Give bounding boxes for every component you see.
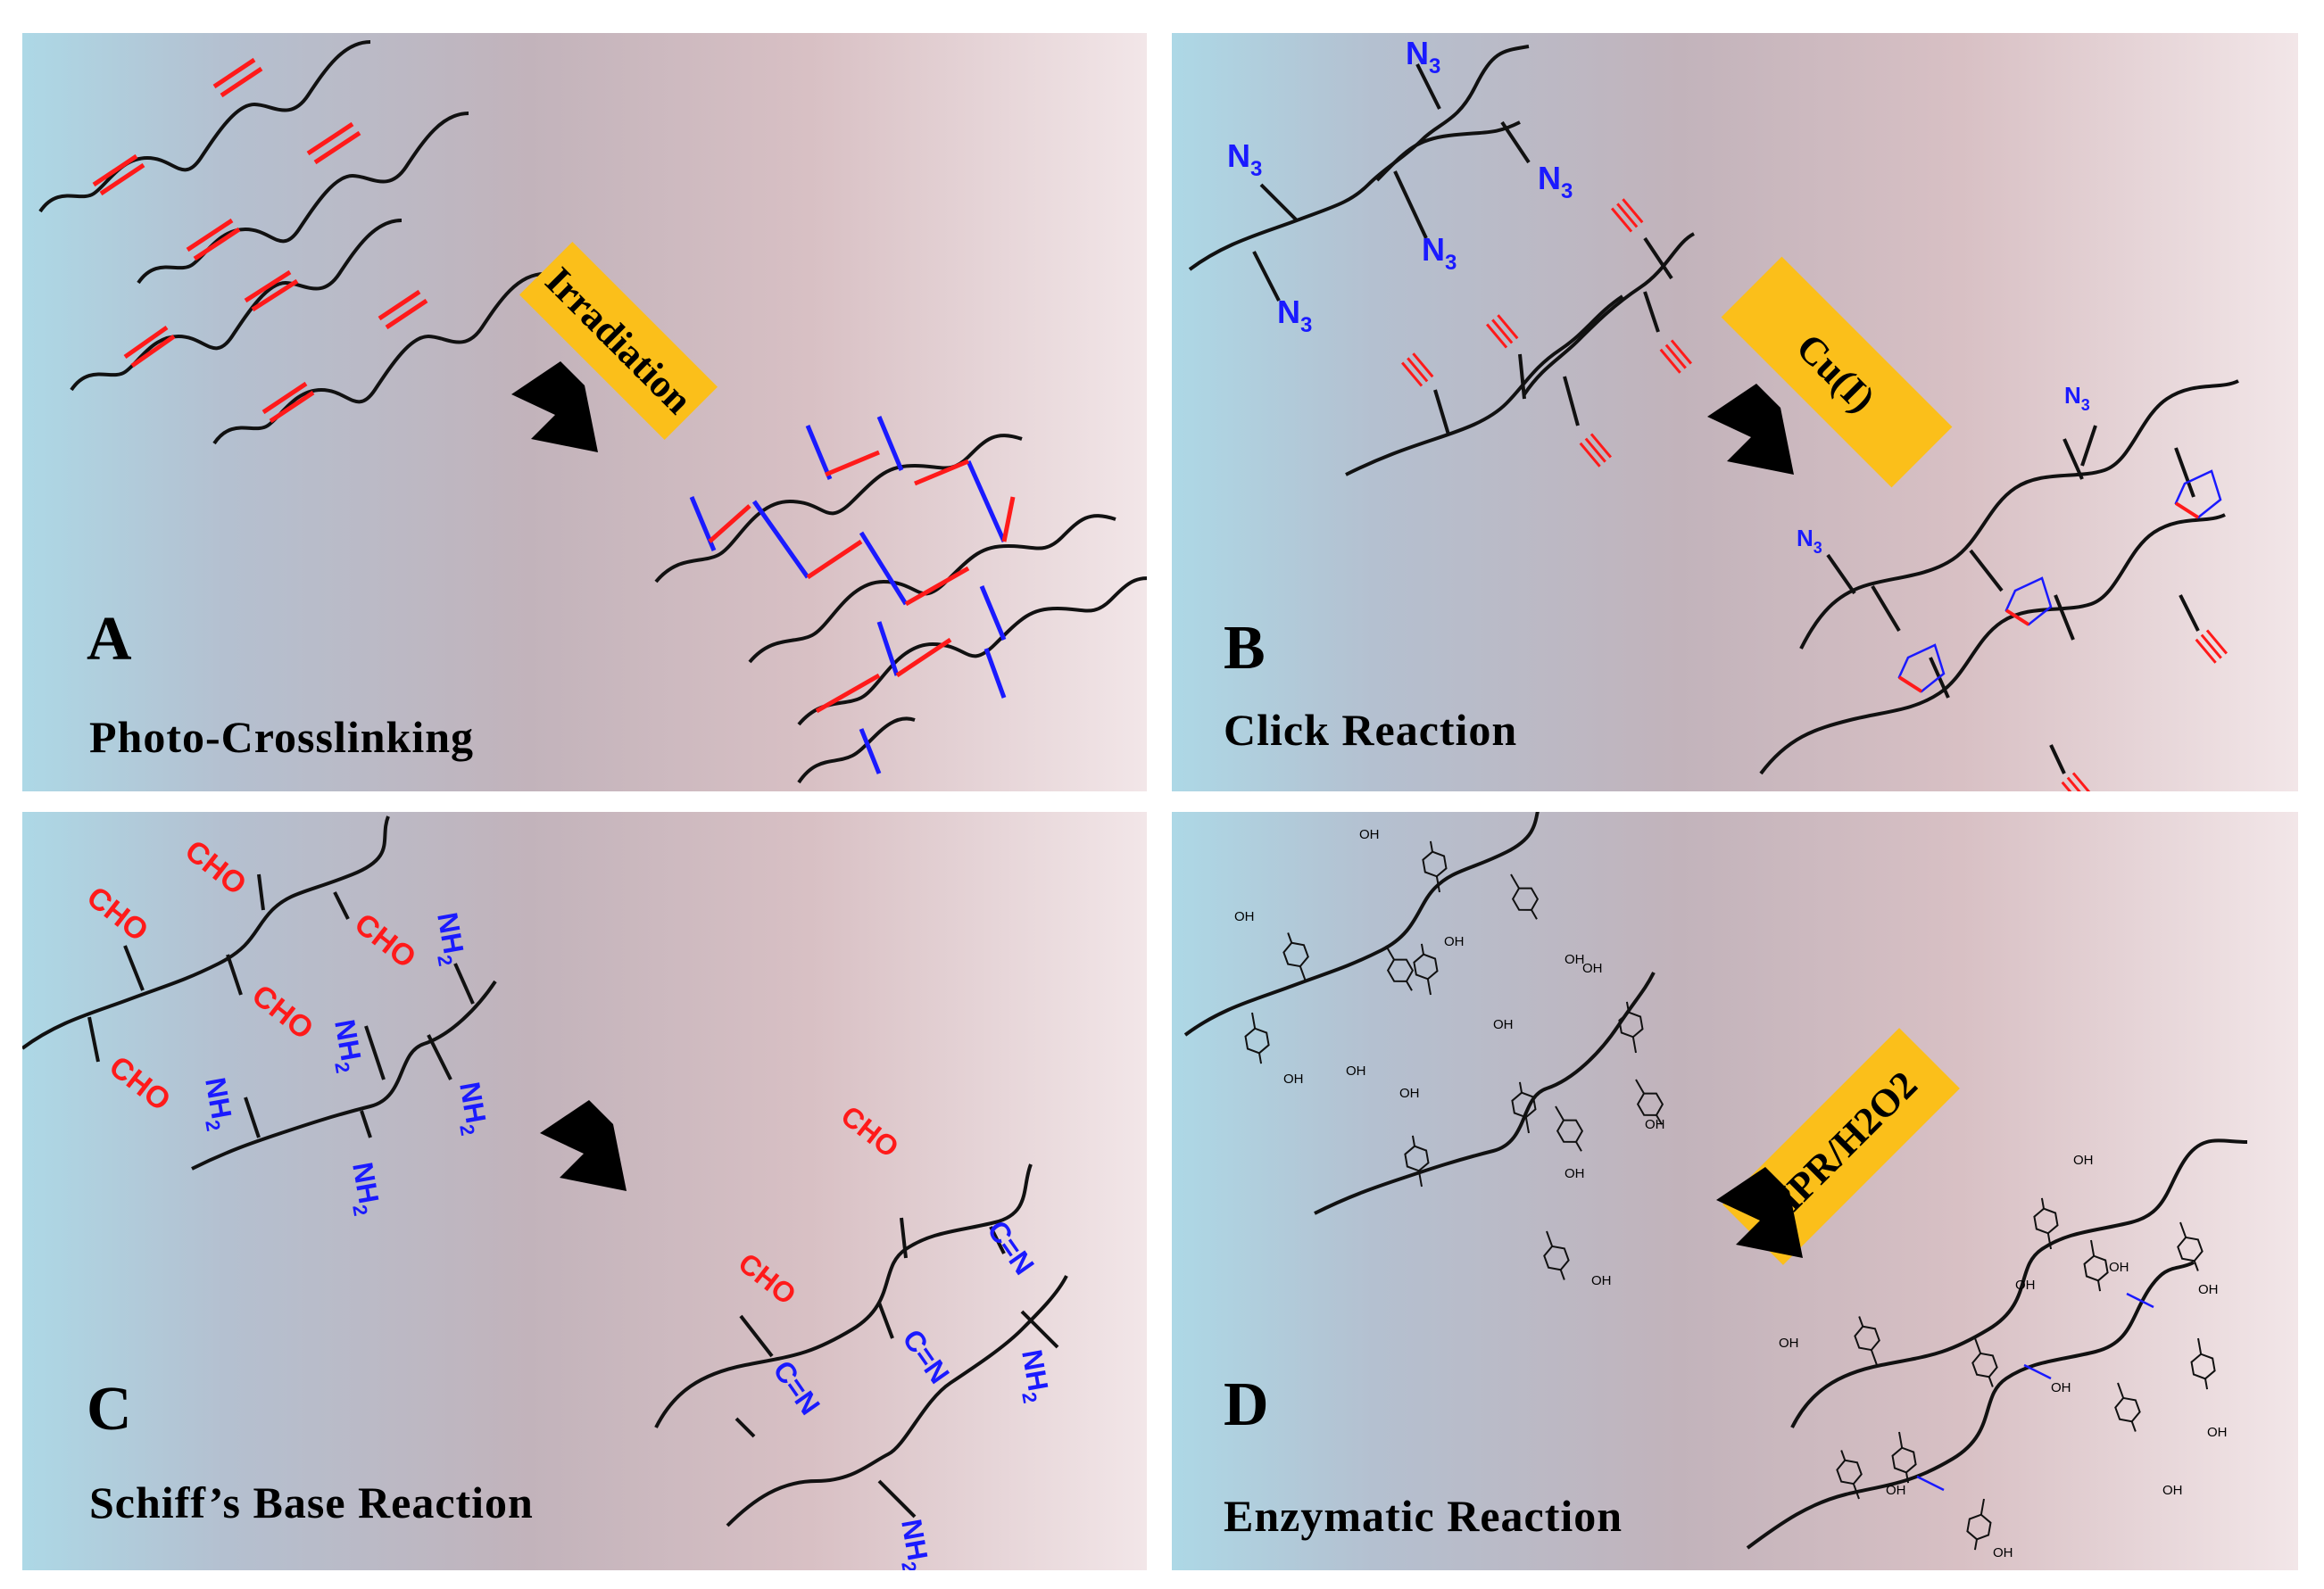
reaction-arrow [540,1100,627,1191]
svg-text:OH: OH [1283,1072,1304,1087]
svg-text:OH: OH [1359,827,1380,842]
svg-text:N3: N3 [1538,160,1573,203]
acrylate-double-bonds [92,57,428,424]
panel-caption: Click Reaction [1224,705,1518,755]
svg-text:OH: OH [1444,934,1465,949]
panel-schiff-base: CHO CHO CHO CHO CHO NH2 NH2 NH2 NH2 NH2 [22,812,1147,1570]
svg-text:OH: OH [1779,1336,1799,1351]
svg-text:N3: N3 [1422,231,1457,275]
triazole-rings [1897,469,2222,693]
azide-polymer [1188,45,1531,302]
imine-bond: C=N [896,1323,956,1389]
svg-text:OH: OH [2198,1282,2219,1297]
panel-click-reaction: N3 N3 N3 N3 N3 Cu(I) [1172,33,2298,791]
svg-text:NH2: NH2 [194,1075,240,1133]
panel-caption: Enzymatic Reaction [1224,1491,1623,1541]
svg-text:OH: OH [1493,1017,1514,1032]
imine-bond: C=N [767,1354,826,1420]
svg-text:OH: OH [1993,1545,2013,1560]
panel-letter: B [1224,614,1266,683]
crosslinked-phenol-network [1746,1138,2248,1553]
amine-polymer [191,963,497,1171]
azide-groups: N3 N3 [1797,382,2090,557]
aldehyde-group: CHO [733,1246,802,1311]
click-reaction-diagram: N3 N3 N3 N3 N3 Cu(I) [1188,35,2239,791]
svg-text:OH: OH [2015,1278,2036,1293]
svg-text:CHO: CHO [348,906,422,974]
svg-text:OH: OH [2051,1380,2071,1395]
svg-text:OH: OH [1582,961,1603,976]
reaction-arrow [511,361,598,452]
svg-text:OH: OH [1591,1273,1612,1288]
hydroxyl-labels: OH OH OH OH OH OH OH OH OH OH [1779,1153,2228,1560]
panel-letter: D [1224,1370,1269,1439]
svg-text:OH: OH [1234,909,1255,924]
schiff-base-diagram: CHO CHO CHO CHO CHO NH2 NH2 NH2 NH2 NH2 [22,815,1068,1570]
svg-text:NH2: NH2 [426,910,472,968]
aldehyde-groups: CHO CHO CHO CHO CHO [80,833,422,1117]
amine-group: NH2 [1010,1347,1057,1405]
svg-text:CHO: CHO [245,978,320,1046]
panel-caption: Photo-Crosslinking [89,712,475,762]
svg-text:OH: OH [2207,1425,2228,1440]
photo-crosslinking-diagram: Irradiation [38,40,1147,784]
svg-text:N3: N3 [2064,382,2090,414]
panel-enzymatic-reaction: OH OH OH OH OH OH OH OH OH OH OH OH HPR/… [1172,812,2298,1570]
alkyne-groups [1401,198,1692,468]
azide-groups: N3 N3 N3 N3 N3 [1227,35,1573,337]
svg-text:OH: OH [1565,952,1585,967]
amine-group: NH2 [890,1517,936,1570]
svg-text:OH: OH [1565,1166,1585,1181]
svg-text:OH: OH [2109,1260,2129,1275]
svg-text:CHO: CHO [103,1049,177,1117]
enzymatic-reaction-diagram: OH OH OH OH OH OH OH OH OH OH OH OH HPR/… [1183,812,2248,1560]
svg-text:OH: OH [1346,1063,1366,1079]
svg-text:N3: N3 [1406,35,1440,79]
amine-groups: NH2 NH2 NH2 NH2 NH2 [194,910,494,1218]
panel-caption: Schiff’s Base Reaction [89,1477,534,1527]
svg-text:OH: OH [1645,1117,1665,1132]
svg-text:N3: N3 [1797,525,1822,557]
hydroxyl-labels: OH OH OH OH OH OH OH OH OH OH OH OH [1234,827,1665,1288]
svg-text:N3: N3 [1277,294,1312,337]
alkyne-groups [2061,629,2228,791]
tyramine-polymer [1183,812,1672,1285]
svg-text:NH2: NH2 [341,1160,387,1218]
svg-text:NH2: NH2 [448,1080,494,1138]
panel-photo-crosslinking: Irradiation [22,33,1147,791]
reaction-arrow [1716,1167,1803,1258]
panel-letter: A [87,605,132,674]
alkyne-polymer [1345,232,1695,476]
triazole-network: N3 N3 [1759,379,2239,791]
svg-text:N3: N3 [1227,137,1262,181]
aldehyde-polymer [22,815,390,1063]
svg-text:OH: OH [2162,1483,2183,1498]
linear-polymer-chains [38,40,545,445]
aldehyde-group: CHO [835,1099,905,1163]
svg-text:CHO: CHO [178,833,253,901]
svg-text:OH: OH [1399,1086,1420,1101]
reaction-arrow [1707,384,1794,475]
imine-network: CHO CHO C=N C=N C=N NH2 NH2 [654,1099,1068,1570]
svg-text:NH2: NH2 [323,1017,369,1075]
svg-text:CHO: CHO [80,880,154,948]
crosslinked-network [654,416,1147,784]
svg-text:OH: OH [1886,1483,1906,1498]
svg-text:OH: OH [2073,1153,2094,1168]
panel-letter: C [87,1375,132,1444]
